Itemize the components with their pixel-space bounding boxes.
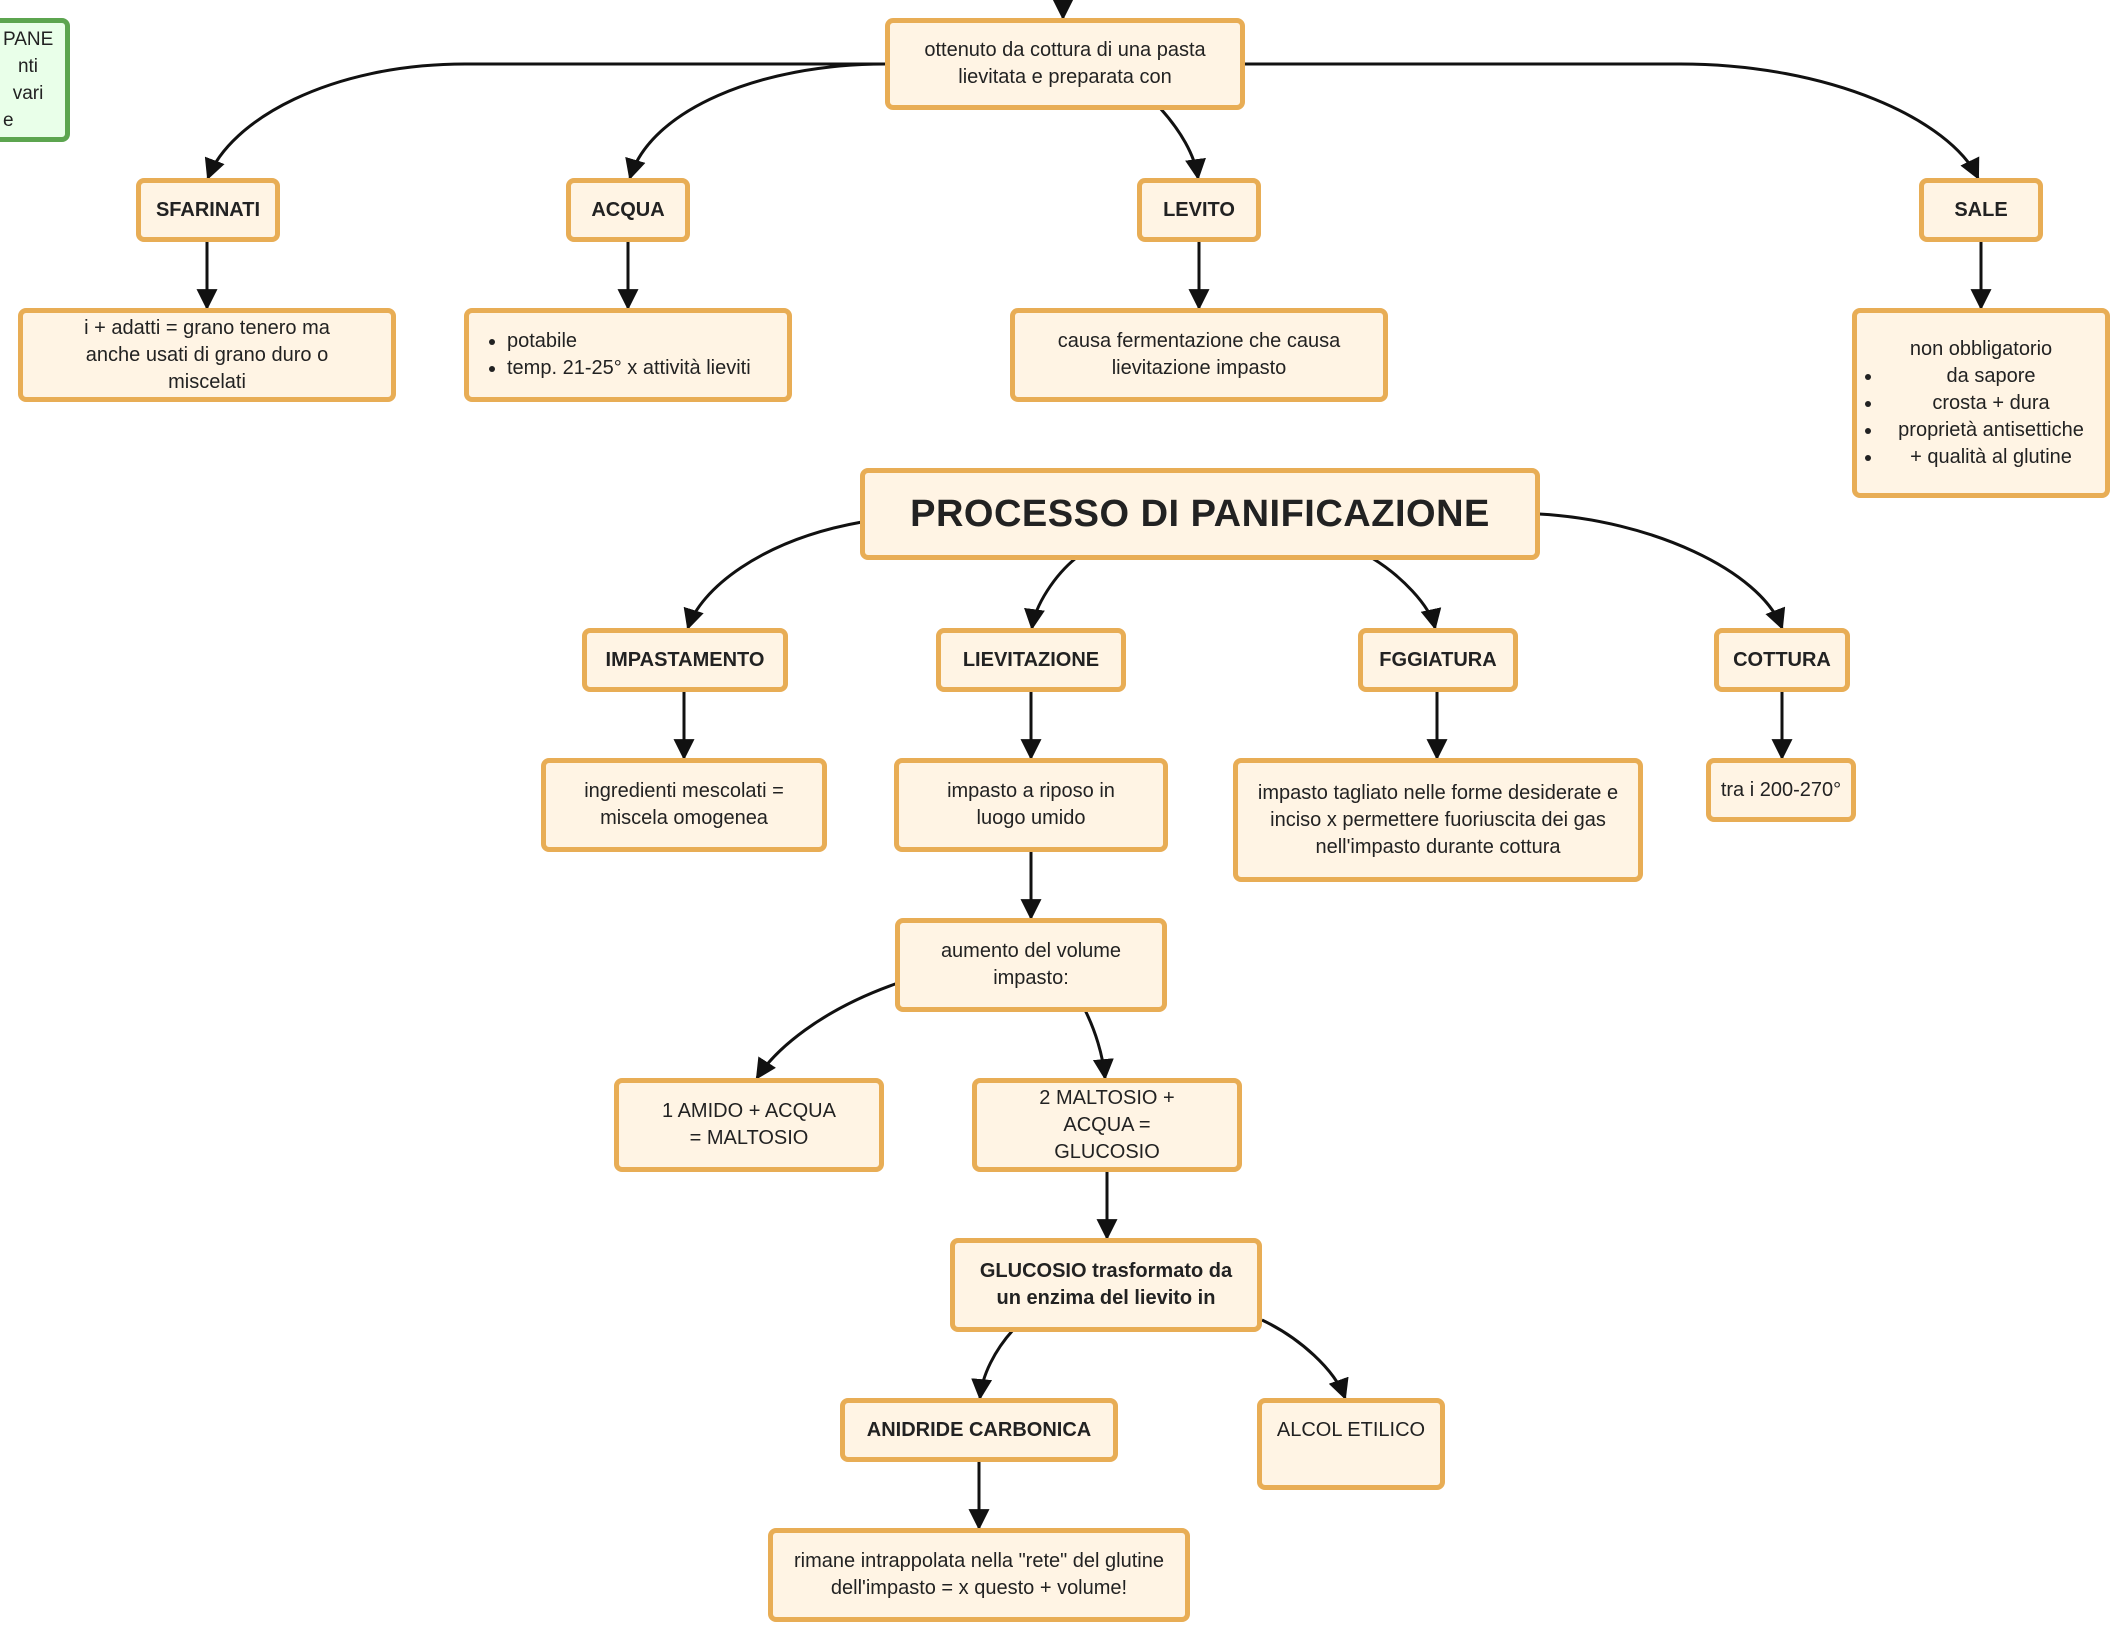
- cottura-node: COTTURA: [1714, 628, 1850, 692]
- edge-processo-to-lievitazione: [1024, 556, 1077, 631]
- root-line-2: nti vari: [12, 56, 44, 104]
- edge-processo-to-fggiatura: [1371, 556, 1442, 631]
- acqua-node: ACQUA: [566, 178, 690, 242]
- acqua-label: ACQUA: [591, 198, 665, 221]
- root-line-1: PANE: [3, 29, 54, 50]
- cottura-desc-node: tra i 200-270°: [1706, 758, 1856, 822]
- impastamento-desc-node: ingredienti mescolati = miscela omogenea: [541, 758, 827, 852]
- impastamento-node: IMPASTAMENTO: [582, 628, 788, 692]
- levito-desc-node: causa fermentazione che causa lievitazio…: [1010, 308, 1388, 402]
- edge-aumento-to-amido: [755, 981, 899, 1080]
- maltosio-node: 2 MALTOSIO + ACQUA = GLUCOSIO: [972, 1078, 1242, 1172]
- maltosio-text: 2 MALTOSIO + ACQUA = GLUCOSIO: [1039, 1086, 1175, 1163]
- impastamento-label: IMPASTAMENTO: [605, 648, 765, 671]
- fggiatura-node: FGGIATURA: [1358, 628, 1518, 692]
- edge-definition-to-acqua: [625, 62, 886, 181]
- processo-title-node: PROCESSO DI PANIFICAZIONE: [860, 468, 1540, 560]
- sale-head: non obbligatorio: [1909, 337, 2053, 360]
- levito-desc-text: causa fermentazione che causa lievitazio…: [1057, 330, 1341, 379]
- sale-item: proprietà antisettiche: [1883, 417, 2099, 444]
- sale-desc-node: non obbligatorio da sapore crosta + dura…: [1852, 308, 2110, 498]
- edge-processo-to-impastamento: [683, 520, 863, 631]
- aumento-text: aumento del volume impasto:: [940, 940, 1122, 989]
- cottura-label: COTTURA: [1733, 648, 1831, 671]
- edge-definition-to-sfarinati: [204, 62, 885, 180]
- root-line-3: e: [3, 110, 14, 131]
- amido-text: 1 AMIDO + ACQUA = MALTOSIO: [662, 1100, 836, 1149]
- edge-definition-to-levito: [1158, 106, 1206, 181]
- sale-item: + qualità al glutine: [1883, 444, 2099, 471]
- edge-glucosio-to-alcol: [1261, 1318, 1349, 1400]
- lievitazione-label: LIEVITAZIONE: [962, 648, 1100, 671]
- acqua-list-node: potabile temp. 21-25° x attività lieviti: [464, 308, 792, 402]
- sfarinati-desc-node: i + adatti = grano tenero ma anche usati…: [18, 308, 396, 402]
- lievitazione-desc-text: impasto a riposo in luogo umido: [947, 780, 1115, 829]
- edge-glucosio-to-anidride: [971, 1328, 1015, 1401]
- alcol-node: ALCOL ETILICO: [1257, 1398, 1445, 1490]
- amido-node: 1 AMIDO + ACQUA = MALTOSIO: [614, 1078, 884, 1172]
- glucosio-text: GLUCOSIO trasformato da un enzima del li…: [979, 1260, 1233, 1309]
- levito-label: LEVITO: [1163, 198, 1235, 221]
- edge-processo-to-cottura: [1538, 512, 1786, 630]
- glucosio-node: GLUCOSIO trasformato da un enzima del li…: [950, 1238, 1262, 1332]
- rete-node: rimane intrappolata nella "rete" del glu…: [768, 1528, 1190, 1622]
- processo-title: PROCESSO DI PANIFICAZIONE: [910, 492, 1490, 535]
- acqua-list: potabile temp. 21-25° x attività lieviti: [481, 328, 751, 382]
- sale-label: SALE: [1954, 198, 2008, 221]
- edge-aumento-to-maltosio: [1083, 1009, 1114, 1081]
- lievitazione-desc-node: impasto a riposo in luogo umido: [894, 758, 1168, 852]
- lievitazione-node: LIEVITAZIONE: [936, 628, 1126, 692]
- edge-definition-to-sale: [1240, 62, 1980, 180]
- root-node-pane: PANE nti vari e: [0, 18, 70, 142]
- sfarinati-node: SFARINATI: [136, 178, 280, 242]
- sfarinati-desc-text: i + adatti = grano tenero ma anche usati…: [84, 316, 330, 393]
- fggiatura-desc-text: impasto tagliato nelle forme desiderate …: [1257, 781, 1619, 858]
- rete-text: rimane intrappolata nella "rete" del glu…: [794, 1550, 1164, 1599]
- cottura-desc-text: tra i 200-270°: [1720, 778, 1842, 801]
- definition-node: ottenuto da cottura di una pasta lievita…: [885, 18, 1245, 110]
- impastamento-desc-text: ingredienti mescolati = miscela omogenea: [584, 780, 784, 829]
- alcol-label: ALCOL ETILICO: [1276, 1419, 1426, 1441]
- fggiatura-label: FGGIATURA: [1379, 648, 1497, 671]
- acqua-item: potabile: [507, 328, 751, 355]
- sfarinati-label: SFARINATI: [155, 198, 261, 221]
- acqua-item: temp. 21-25° x attività lieviti: [507, 355, 751, 382]
- anidride-node: ANIDRIDE CARBONICA: [840, 1398, 1118, 1462]
- fggiatura-desc-node: impasto tagliato nelle forme desiderate …: [1233, 758, 1643, 882]
- sale-item: crosta + dura: [1883, 390, 2099, 417]
- anidride-label: ANIDRIDE CARBONICA: [866, 1418, 1092, 1441]
- levito-node: LEVITO: [1137, 178, 1261, 242]
- definition-text: ottenuto da cottura di una pasta lievita…: [924, 39, 1206, 88]
- sale-item: da sapore: [1883, 363, 2099, 390]
- sale-node: SALE: [1919, 178, 2043, 242]
- sale-list: da sapore crosta + dura proprietà antise…: [1863, 363, 2099, 471]
- aumento-node: aumento del volume impasto:: [895, 918, 1167, 1012]
